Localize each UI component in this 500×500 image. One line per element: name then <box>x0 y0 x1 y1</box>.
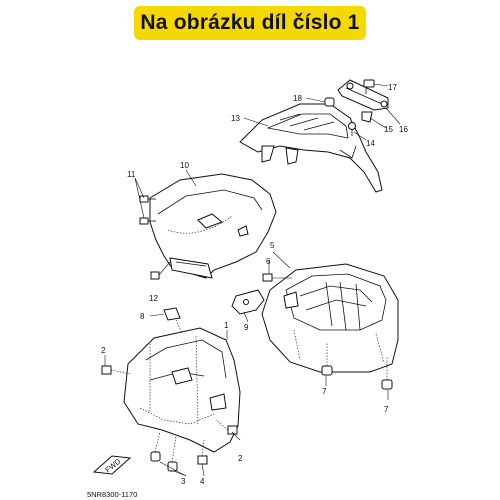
callout-2-right: 2 <box>238 454 243 463</box>
rear-cover-part-13 <box>239 103 383 193</box>
callout-17: 17 <box>388 83 397 92</box>
leader-lines <box>104 83 401 477</box>
callout-13: 13 <box>231 114 240 123</box>
nut-part-18 <box>324 97 335 107</box>
screw-part-2-left <box>101 365 131 375</box>
callout-10: 10 <box>180 161 189 170</box>
callout-4: 4 <box>200 477 205 486</box>
clip-part-8 <box>163 307 187 343</box>
callout-9: 9 <box>244 323 249 332</box>
nut-part-3-b <box>167 435 178 472</box>
callout-16: 16 <box>399 125 408 134</box>
bracket-part-16 <box>337 79 389 111</box>
screw-part-6 <box>262 273 292 282</box>
callout-15: 15 <box>384 125 393 134</box>
nut-part-7-right <box>381 356 393 390</box>
fwd-arrow-icon: FWD <box>92 455 132 475</box>
callout-3: 3 <box>181 477 186 486</box>
storage-box-part-5 <box>261 263 399 373</box>
callout-1: 1 <box>224 321 229 330</box>
screw-part-12 <box>150 261 171 280</box>
clip-part-15 <box>361 111 373 123</box>
title-text: Na obrázku díl číslo 1 <box>140 11 360 34</box>
nut-part-3-a <box>150 431 161 462</box>
front-fender-part-1 <box>123 327 241 453</box>
callout-12: 12 <box>149 294 158 303</box>
callout-6: 6 <box>266 257 271 266</box>
rear-fender-part-10 <box>149 173 277 279</box>
callout-7-right: 7 <box>384 405 389 414</box>
bolt-part-17 <box>363 79 375 94</box>
screw-part-4 <box>197 439 208 465</box>
part-code: 5NR8300-1170 <box>87 490 137 499</box>
nut-part-7-left <box>321 342 333 376</box>
title-banner: Na obrázku díl číslo 1 <box>134 6 366 40</box>
callout-14: 14 <box>366 139 375 148</box>
callout-18: 18 <box>293 94 302 103</box>
callout-5: 5 <box>270 241 275 250</box>
callout-11: 11 <box>127 170 136 179</box>
callout-2-left: 2 <box>101 346 106 355</box>
bracket-part-9 <box>231 289 265 315</box>
screw-part-14 <box>348 122 356 136</box>
screw-part-2-right <box>215 419 238 435</box>
callout-8: 8 <box>140 312 145 321</box>
callout-7-left: 7 <box>322 387 327 396</box>
